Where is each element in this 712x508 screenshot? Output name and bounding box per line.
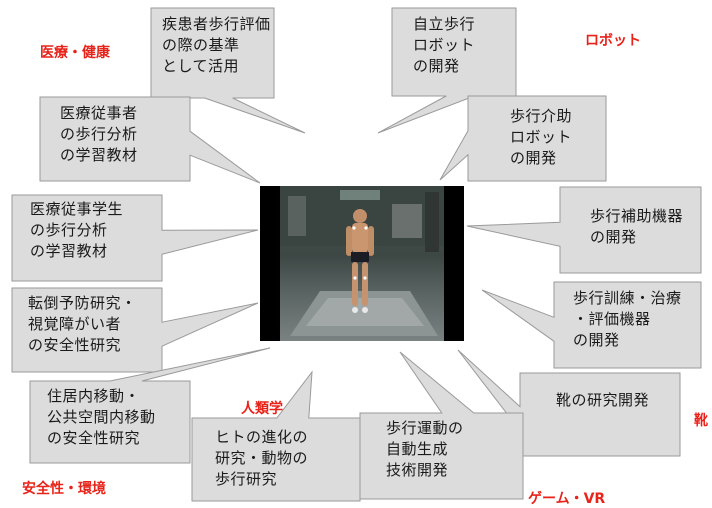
bubble-text-autonomous-robot: 自立歩行 ロボット の開発 — [413, 15, 476, 75]
bubble-text-housing: 住居内移動・ 公共空間内移動 の安全性研究 — [47, 387, 156, 447]
bubble-text-fall-prevention: 転倒予防研究・ 視覚障がい者 の安全性研究 — [28, 294, 137, 354]
callout-bubble-fall-prevention — [11, 287, 259, 373]
bubble-text-patient: 疾患者歩行評価 の際の基準 として活用 — [162, 15, 271, 75]
bubble-text-shoe-research: 靴の研究開発 — [556, 391, 650, 409]
callout-bubble-medical-staff — [39, 96, 261, 184]
category-game-vr: ゲーム・VR — [528, 491, 606, 507]
callout-bubble-motion-gen — [359, 351, 524, 500]
category-robot: ロボット — [585, 33, 641, 49]
bubble-text-motion-gen: 歩行運動の 自動生成 技術開発 — [386, 419, 464, 479]
callout-bubble-assist-robot — [439, 95, 607, 182]
callout-bubble-evolution — [191, 370, 361, 502]
category-medical: 医療・健康 — [40, 45, 110, 61]
callout-bubble-training-device — [481, 281, 702, 369]
bubble-text-training-device: 歩行訓練・治療 ・評価機器 の開発 — [573, 289, 682, 349]
bubble-text-evolution: ヒトの進化の 研究・動物の 歩行研究 — [215, 428, 309, 488]
bubble-text-assist-robot: 歩行介助 ロボット の開発 — [510, 107, 573, 167]
bubble-text-assist-device: 歩行補助機器 の開発 — [590, 207, 684, 246]
callout-bubble-autonomous-robot — [377, 7, 517, 134]
category-safety: 安全性・環境 — [22, 481, 106, 497]
category-anthropology: 人類学 — [241, 401, 283, 417]
callout-bubble-medical-student — [11, 194, 259, 282]
bubble-text-medical-student: 医療従事学生 の歩行分析 の学習教材 — [30, 200, 124, 260]
bubble-text-medical-staff: 医療従事者 の歩行分析 の学習教材 — [60, 104, 138, 164]
category-shoes: 靴 — [694, 413, 708, 429]
callout-bubble-housing — [29, 347, 271, 464]
walking-subject-photo — [260, 186, 464, 341]
callout-bubble-assist-device — [466, 186, 702, 274]
